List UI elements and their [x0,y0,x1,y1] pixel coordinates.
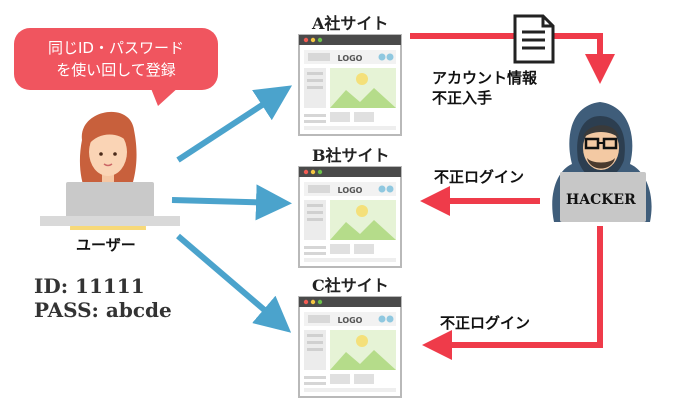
window-dot-red [303,37,309,43]
window-dot-yellow [310,169,316,175]
laptop-icon [40,182,180,226]
site-logo-text: LOGO [338,186,363,195]
speech-bubble: 同じID・パスワード を使い回して登録 [14,28,218,90]
account-leak-line-1: アカウント情報 [432,69,538,87]
window-dot-yellow [310,299,316,305]
site-c-window: LOGO [298,296,402,402]
user-pass-text: PASS: abcde [34,298,172,322]
site-b-window: LOGO [298,166,402,272]
window-dot-yellow [310,37,316,43]
hacker-laptop-text: HACKER [566,192,636,208]
hacker-laptop [560,172,646,222]
site-logo-text: LOGO [338,54,363,63]
arrow-user-to-b [171,184,292,221]
arrow-user-to-c [176,233,292,333]
window-dot-green [317,169,323,175]
arrow-user-to-a [176,85,293,163]
bubble-line-2: を使い回して登録 [56,61,176,79]
account-leak-label: アカウント情報 不正入手 [432,68,537,108]
window-dot-green [317,299,323,305]
window-dot-red [303,299,309,305]
account-leak-line-2: 不正入手 [432,89,493,107]
site-a-title: A社サイト [312,14,389,33]
browser-window-icon: LOGO [298,166,402,268]
site-b-title: B社サイト [312,146,390,165]
user-id-text: ID: 11111 [34,274,145,298]
document-icon [513,14,555,64]
window-dot-green [317,37,323,43]
user-label: ユーザー [76,236,136,254]
unauthorized-login-label-c: 不正ログイン [440,314,531,332]
bubble-line-1: 同じID・パスワード [48,39,184,57]
site-c-title: C社サイト [312,276,389,295]
site-logo-text: LOGO [338,316,363,325]
bubble-tail [150,86,180,106]
arrow-a-to-hacker [410,33,615,84]
unauthorized-login-label-b: 不正ログイン [434,168,525,186]
site-a-window: LOGO [298,34,402,140]
browser-window-icon: LOGO [298,34,402,136]
arrow-hacker-to-c [422,226,603,360]
browser-window-icon: LOGO [298,296,402,398]
window-dot-red [303,169,309,175]
